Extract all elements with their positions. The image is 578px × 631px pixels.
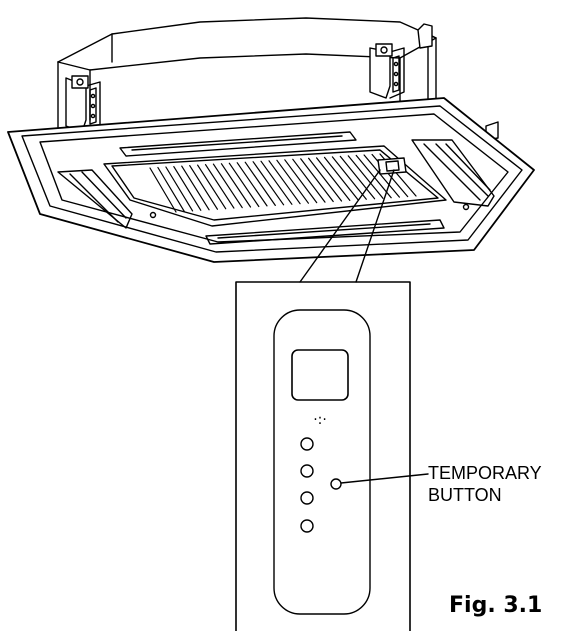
air-outlet-left [57,169,133,229]
indicator-4 [300,519,314,533]
grille-slat [252,161,285,206]
display-panel [273,309,371,615]
display-window [377,157,407,175]
grille-slat [189,165,218,210]
grille-slat [212,163,243,209]
indicator-3 [300,491,314,505]
indicator-1 [300,437,314,451]
grille-slat [355,154,392,199]
indicator-2 [300,464,314,478]
intake-grille [149,153,417,213]
air-outlet-right [411,139,495,207]
bracket-left [65,75,101,133]
decorative-panel [7,97,535,263]
detail-frame [235,281,411,631]
grille-slat [347,155,384,199]
grille-slat [149,167,177,213]
grille-slat [316,157,351,201]
grille-slat [284,159,318,204]
grille-slat [220,163,252,208]
grille-slat [204,164,235,209]
grille-slat [173,166,202,211]
grille-slat [228,162,260,208]
grille-slat [292,158,326,203]
grille-slat [197,164,227,210]
grille-slat [363,154,400,198]
temporary-button-leader [340,473,429,484]
grille-slat [276,159,309,204]
grille-slat [268,160,301,205]
led-display-icon [291,349,349,401]
grille-slat [165,166,194,212]
grille-slat [339,155,376,200]
figure-caption: Fig. 3.1 [449,593,543,618]
temporary-button-label-line2: BUTTON [428,485,502,505]
grille-slat [244,161,276,206]
air-outlet-bottom [205,219,445,245]
grille-slat [308,157,343,202]
grille-slat [300,158,334,203]
bracket-right [369,43,405,99]
grille-slat [323,156,359,201]
grille-slat [260,160,293,205]
grille-slat [181,165,210,211]
temporary-button-label: TEMPORARY BUTTON [428,462,542,506]
grille-slat [157,166,185,212]
grille-slat [236,162,268,207]
temporary-button[interactable] [330,478,342,490]
grille-slat [331,156,367,200]
air-outlet-top [119,131,357,157]
temporary-button-label-line1: TEMPORARY [428,463,542,483]
sensor-icon: ·:· [313,412,327,428]
callout-leader [299,169,395,283]
